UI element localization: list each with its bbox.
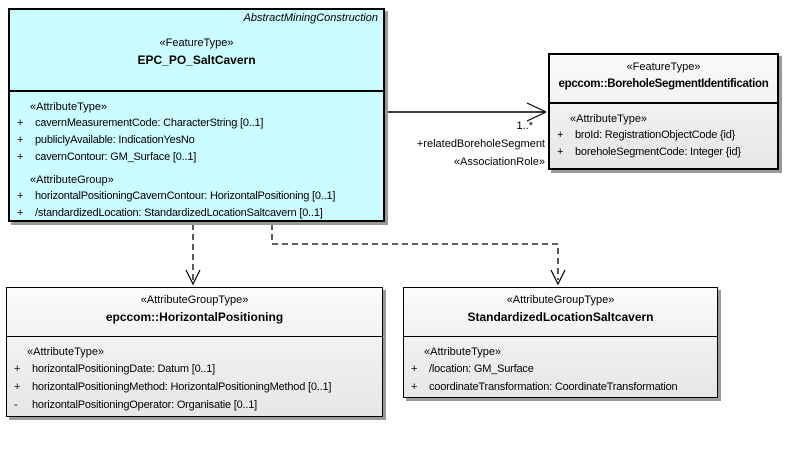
association-stereotype: «AssociationRole»	[453, 156, 545, 168]
attribute-row: + /location: GM_Surface	[404, 360, 717, 378]
class-box-borehole-segment-identification[interactable]: «FeatureType» epccom::BoreholeSegmentIde…	[548, 53, 779, 170]
attribute-text: boreholeSegmentCode: Integer {id}	[575, 146, 741, 158]
attribute-row: + horizontalPositioningMethod: Horizonta…	[7, 378, 382, 396]
attribute-row: + horizontalPositioningDate: Datum [0..1…	[7, 360, 382, 378]
visibility-marker: +	[17, 151, 24, 163]
association-labels: 1..* +relatedBoreholeSegment «Associatio…	[417, 117, 545, 171]
attribute-text: /standardizedLocation: StandardizedLocat…	[35, 207, 323, 219]
association-related-borehole-segment[interactable]	[386, 102, 547, 122]
visibility-marker: +	[557, 129, 564, 141]
attributes-compartment: «AttributeType» + broId: RegistrationObj…	[550, 102, 777, 161]
open-arrowhead-icon	[185, 269, 201, 286]
attribute-text: cavernMeasurementCode: CharacterString […	[35, 117, 264, 129]
attribute-row: + boreholeSegmentCode: Integer {id}	[550, 144, 777, 161]
class-stereotype: «FeatureType»	[159, 37, 234, 49]
class-stereotype: «AttributeGroupType»	[506, 294, 615, 306]
attribute-text: coordinateTransformation: CoordinateTran…	[429, 381, 678, 393]
visibility-marker: +	[17, 207, 24, 219]
dependency-standardized-location[interactable]	[271, 224, 566, 286]
visibility-marker: +	[17, 190, 24, 202]
attribute-row: + cavernContour: GM_Surface [0..1]	[10, 149, 383, 166]
attribute-text: publiclyAvailable: IndicationYesNo	[35, 134, 195, 146]
attributes-compartment: «AttributeType» + horizontalPositioningD…	[7, 336, 382, 414]
attributes-compartment: «AttributeType» + cavernMeasurementCode:…	[10, 90, 383, 220]
visibility-marker: +	[14, 381, 21, 393]
visibility-marker: +	[17, 134, 24, 146]
class-name: EPC_PO_SaltCavern	[137, 53, 256, 67]
attribute-row: + coordinateTransformation: CoordinateTr…	[404, 378, 717, 396]
visibility-marker: +	[14, 363, 21, 375]
class-box-horizontal-positioning[interactable]: «AttributeGroupType» epccom::HorizontalP…	[6, 287, 383, 417]
parent-class-label: AbstractMiningConstruction	[243, 12, 378, 24]
class-name: StandardizedLocationSaltcavern	[467, 310, 654, 324]
attribute-row: + broId: RegistrationObjectCode {id}	[550, 127, 777, 144]
class-header: «AttributeGroupType» StandardizedLocatio…	[404, 288, 717, 336]
section-stereotype: «AttributeType»	[27, 346, 105, 358]
section-stereotype: «AttributeType»	[30, 101, 108, 113]
attribute-text: horizontalPositioningCavernContour: Hori…	[35, 190, 336, 202]
dependency-line[interactable]	[271, 224, 559, 280]
attribute-row: - horizontalPositioningOperator: Organis…	[7, 396, 382, 414]
attribute-row: + horizontalPositioningCavernContour: Ho…	[10, 188, 383, 205]
visibility-marker: +	[411, 381, 418, 393]
class-stereotype: «FeatureType»	[626, 61, 701, 73]
class-header: AbstractMiningConstruction «FeatureType»…	[10, 10, 383, 90]
visibility-marker: +	[557, 146, 564, 158]
open-arrowhead-icon	[550, 269, 566, 286]
class-name: epccom::HorizontalPositioning	[105, 310, 284, 324]
attribute-row: + cavernMeasurementCode: CharacterString…	[10, 115, 383, 132]
attribute-text: horizontalPositioningDate: Datum [0..1]	[32, 363, 215, 375]
attribute-text: /location: GM_Surface	[429, 363, 534, 375]
class-box-epc-po-saltcavern[interactable]: AbstractMiningConstruction «FeatureType»…	[8, 8, 385, 222]
section-stereotype: «AttributeType»	[570, 113, 648, 125]
class-header: «AttributeGroupType» epccom::HorizontalP…	[7, 288, 382, 336]
section-stereotype: «AttributeType»	[424, 346, 502, 358]
association-role-name: +relatedBoreholeSegment	[416, 138, 545, 150]
class-header: «FeatureType» epccom::BoreholeSegmentIde…	[550, 55, 777, 102]
attribute-row: + /standardizedLocation: StandardizedLoc…	[10, 205, 383, 220]
class-box-standardized-location-saltcavern[interactable]: «AttributeGroupType» StandardizedLocatio…	[403, 287, 718, 398]
association-multiplicity: 1..*	[516, 120, 533, 132]
class-name: epccom::BoreholeSegmentIdentification	[558, 78, 769, 90]
attribute-row: + publiclyAvailable: IndicationYesNo	[10, 132, 383, 149]
attributes-compartment: «AttributeType» + /location: GM_Surface …	[404, 336, 717, 396]
attribute-text: horizontalPositioningOperator: Organisat…	[32, 399, 257, 411]
section-stereotype: «AttributeGroup»	[30, 174, 114, 186]
attribute-text: broId: RegistrationObjectCode {id}	[575, 129, 736, 141]
open-arrowhead-icon	[526, 102, 547, 122]
class-stereotype: «AttributeGroupType»	[140, 294, 249, 306]
dependency-horizontal-positioning[interactable]	[185, 224, 201, 286]
visibility-marker: +	[411, 363, 418, 375]
attribute-text: horizontalPositioningMethod: HorizontalP…	[32, 381, 332, 393]
visibility-marker: +	[17, 117, 24, 129]
visibility-marker: -	[14, 399, 18, 411]
attribute-text: cavernContour: GM_Surface [0..1]	[35, 151, 197, 163]
